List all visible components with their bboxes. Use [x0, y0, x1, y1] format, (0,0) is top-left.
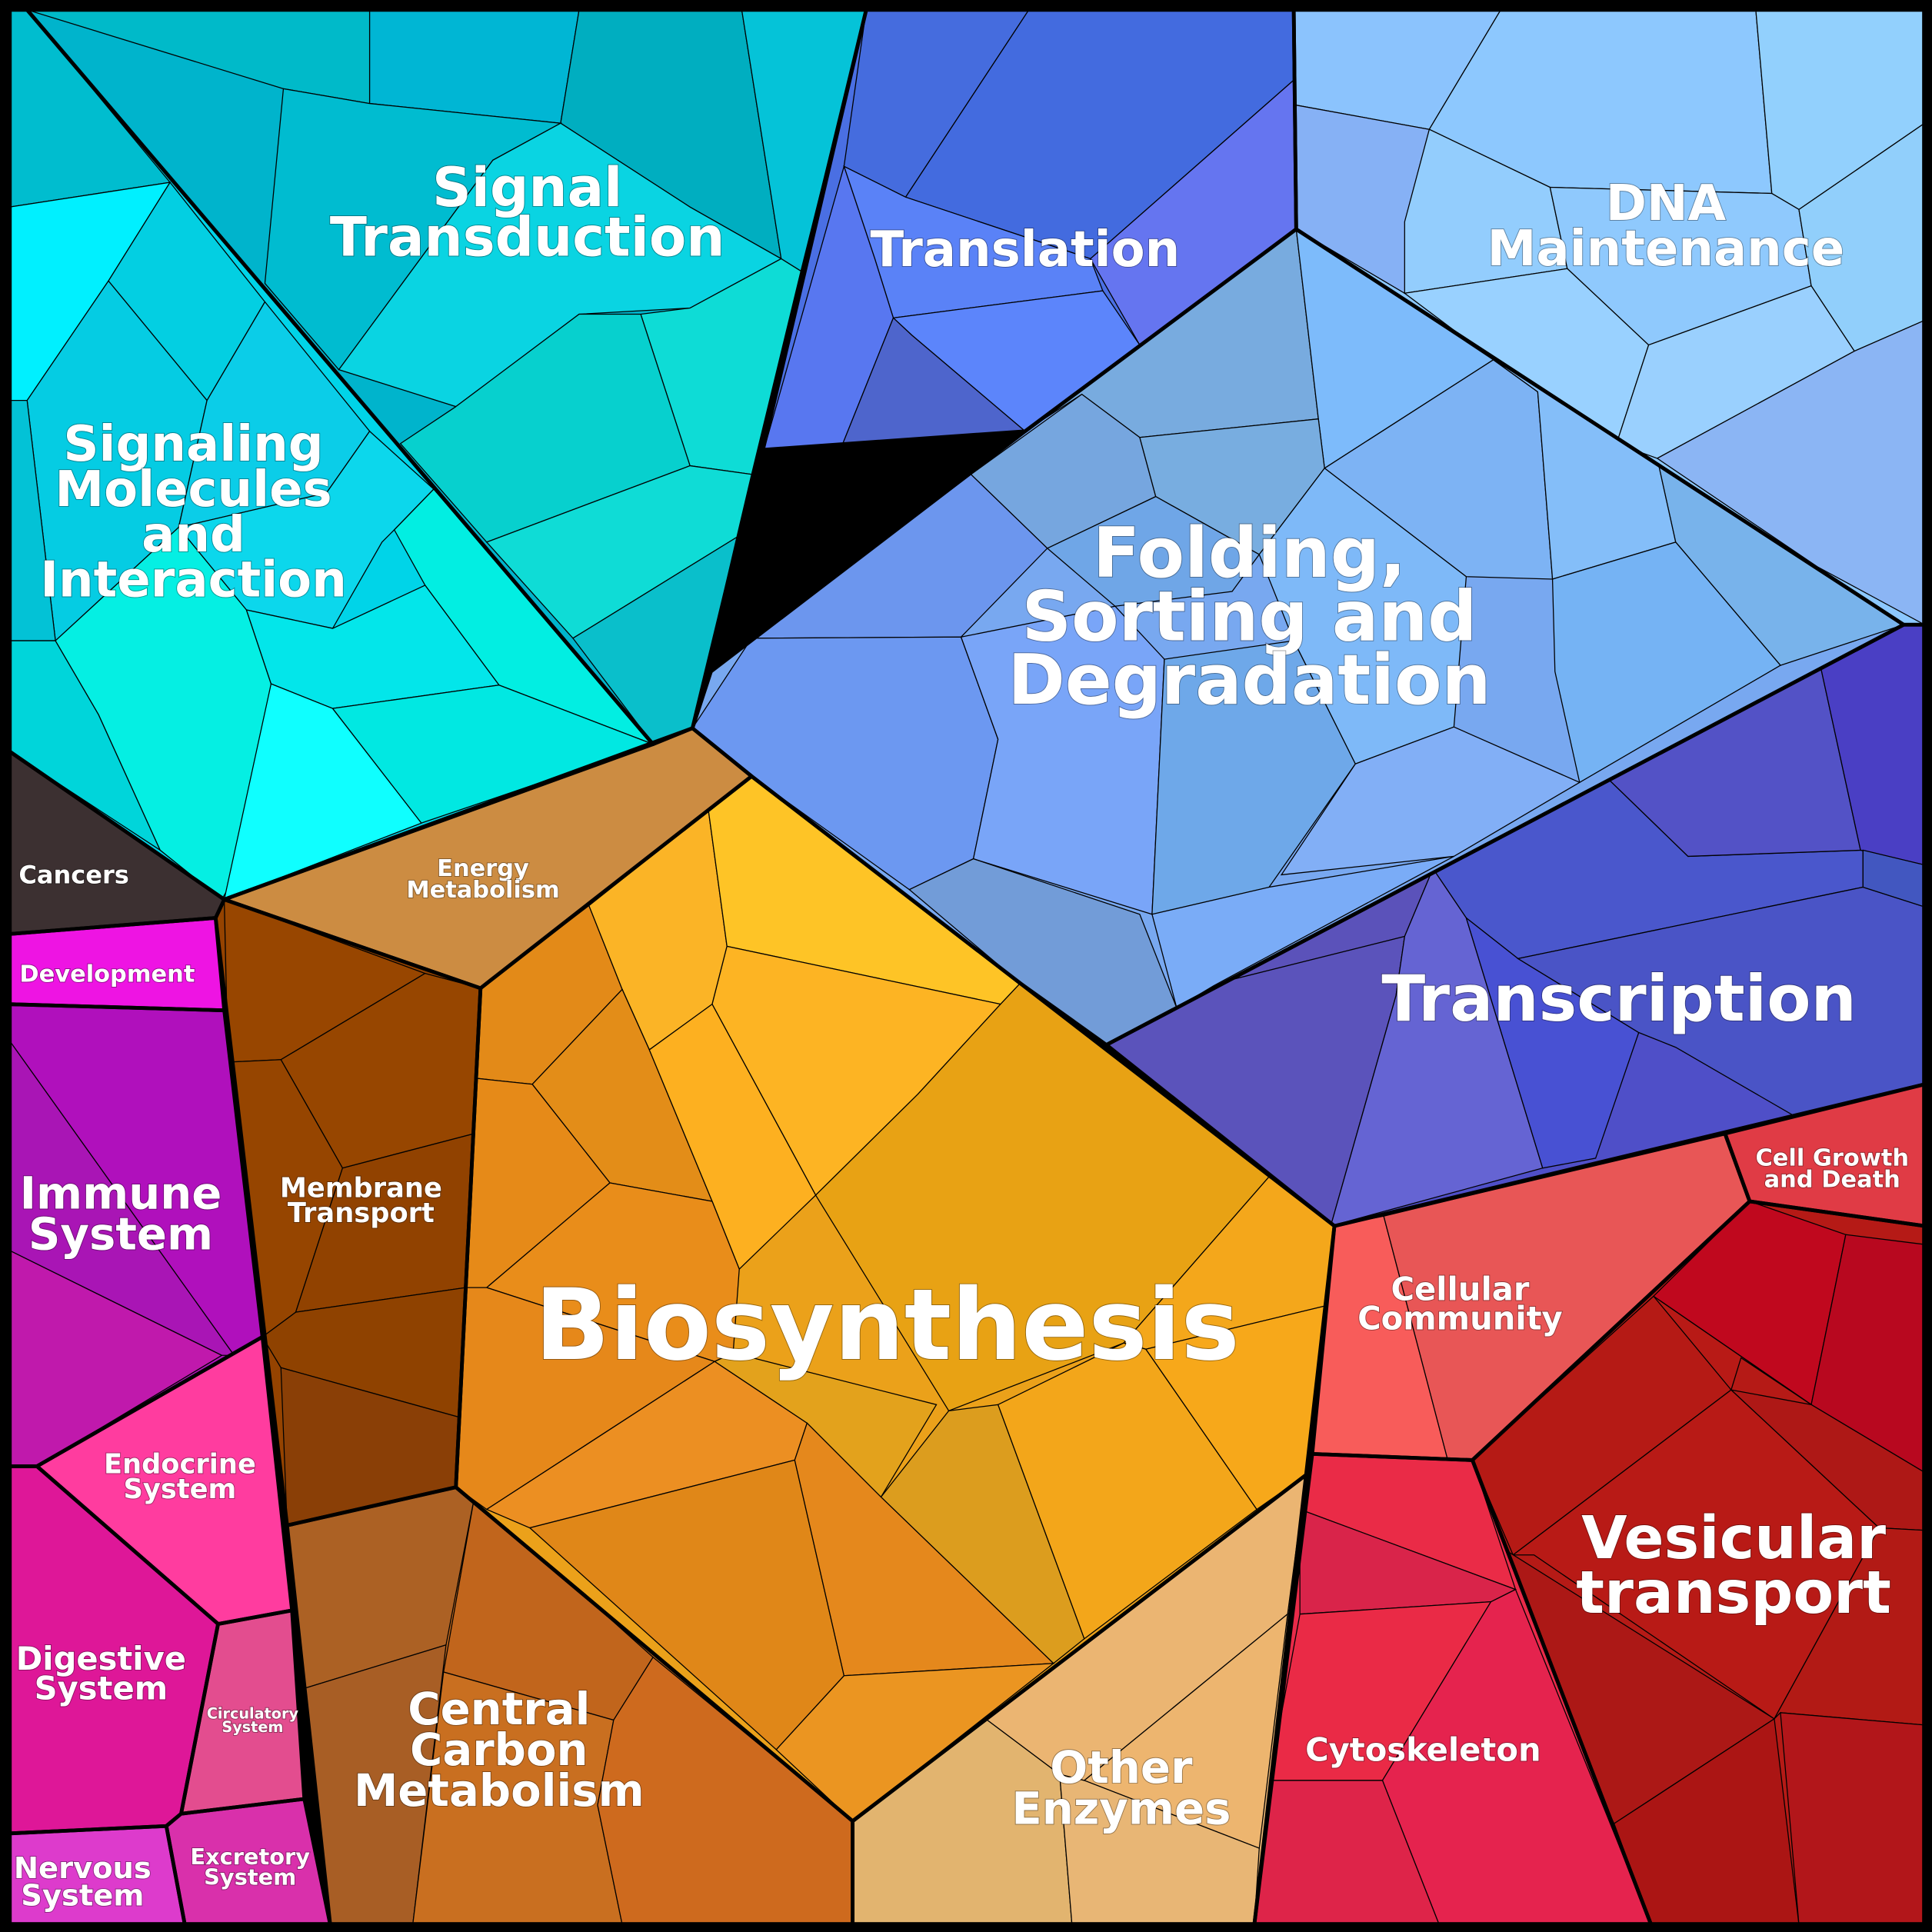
region-border-biosynthesis — [454, 774, 1337, 1824]
label-development: Development — [19, 961, 195, 988]
biosynthesis-cell[interactable] — [794, 1422, 1055, 1677]
folding-sorting-degradation-cell[interactable] — [1280, 726, 1581, 876]
label-cancers: Cancers — [18, 861, 129, 890]
cytoskeleton-cell[interactable] — [1381, 1588, 1651, 1925]
label-cytoskeleton: Cytoskeleton — [1305, 1730, 1541, 1768]
folding-sorting-degradation-cell[interactable] — [1046, 495, 1261, 607]
biosynthesis-subcells — [455, 776, 1335, 1821]
cells-layer — [9, 9, 1926, 1926]
signaling-molecules-subcells — [9, 9, 654, 900]
signal-transduction-cell[interactable] — [485, 465, 753, 639]
vesicular-transport-subcells — [1472, 1201, 1925, 1925]
biosynthesis-cell[interactable] — [880, 1404, 1085, 1664]
label-biosynthesis: Biosynthesis — [535, 1268, 1240, 1383]
vesicular-transport-cell[interactable] — [1780, 1712, 1925, 1925]
dna-maintenance-cell[interactable] — [1656, 319, 1925, 625]
cellular-community-subcells — [1312, 1133, 1750, 1461]
transcription-cell[interactable] — [1862, 849, 1925, 908]
central-carbon-metabolism-subcells — [287, 1487, 853, 1925]
label-translation: Translation — [871, 222, 1181, 278]
biosynthesis-cell[interactable] — [648, 1003, 817, 1271]
folding-sorting-degradation-cell[interactable] — [1551, 541, 1781, 784]
other-enzymes-cell[interactable] — [1059, 1774, 1260, 1925]
dna-maintenance-subcells — [1294, 9, 1925, 625]
vesicular-transport-cell[interactable] — [1729, 1389, 1925, 1531]
central-carbon-metabolism-cell[interactable] — [597, 1656, 853, 1925]
label-transcription: Transcription — [1381, 961, 1856, 1036]
signal-transduction-cell[interactable] — [368, 9, 580, 124]
vesicular-transport-cell[interactable] — [1810, 1234, 1925, 1474]
signal-transduction-subcells — [27, 9, 867, 744]
folding-sorting-degradation-cell[interactable] — [1151, 855, 1454, 1009]
vesicular-transport-cell[interactable] — [1774, 1527, 1925, 1726]
immune-system-subcells — [9, 1004, 263, 1467]
cytoskeleton-subcells — [1254, 1454, 1651, 1925]
folding-sorting-degradation-subcells — [692, 228, 1904, 1045]
immune-system-cell[interactable] — [9, 1250, 223, 1467]
signaling-molecules-cell[interactable] — [331, 685, 654, 824]
membrane-transport-subcells — [223, 899, 481, 1526]
other-enzymes-subcells — [852, 1474, 1307, 1925]
region-border-excretory-system — [164, 1797, 332, 1927]
transcription-cell[interactable] — [1465, 916, 1640, 1169]
